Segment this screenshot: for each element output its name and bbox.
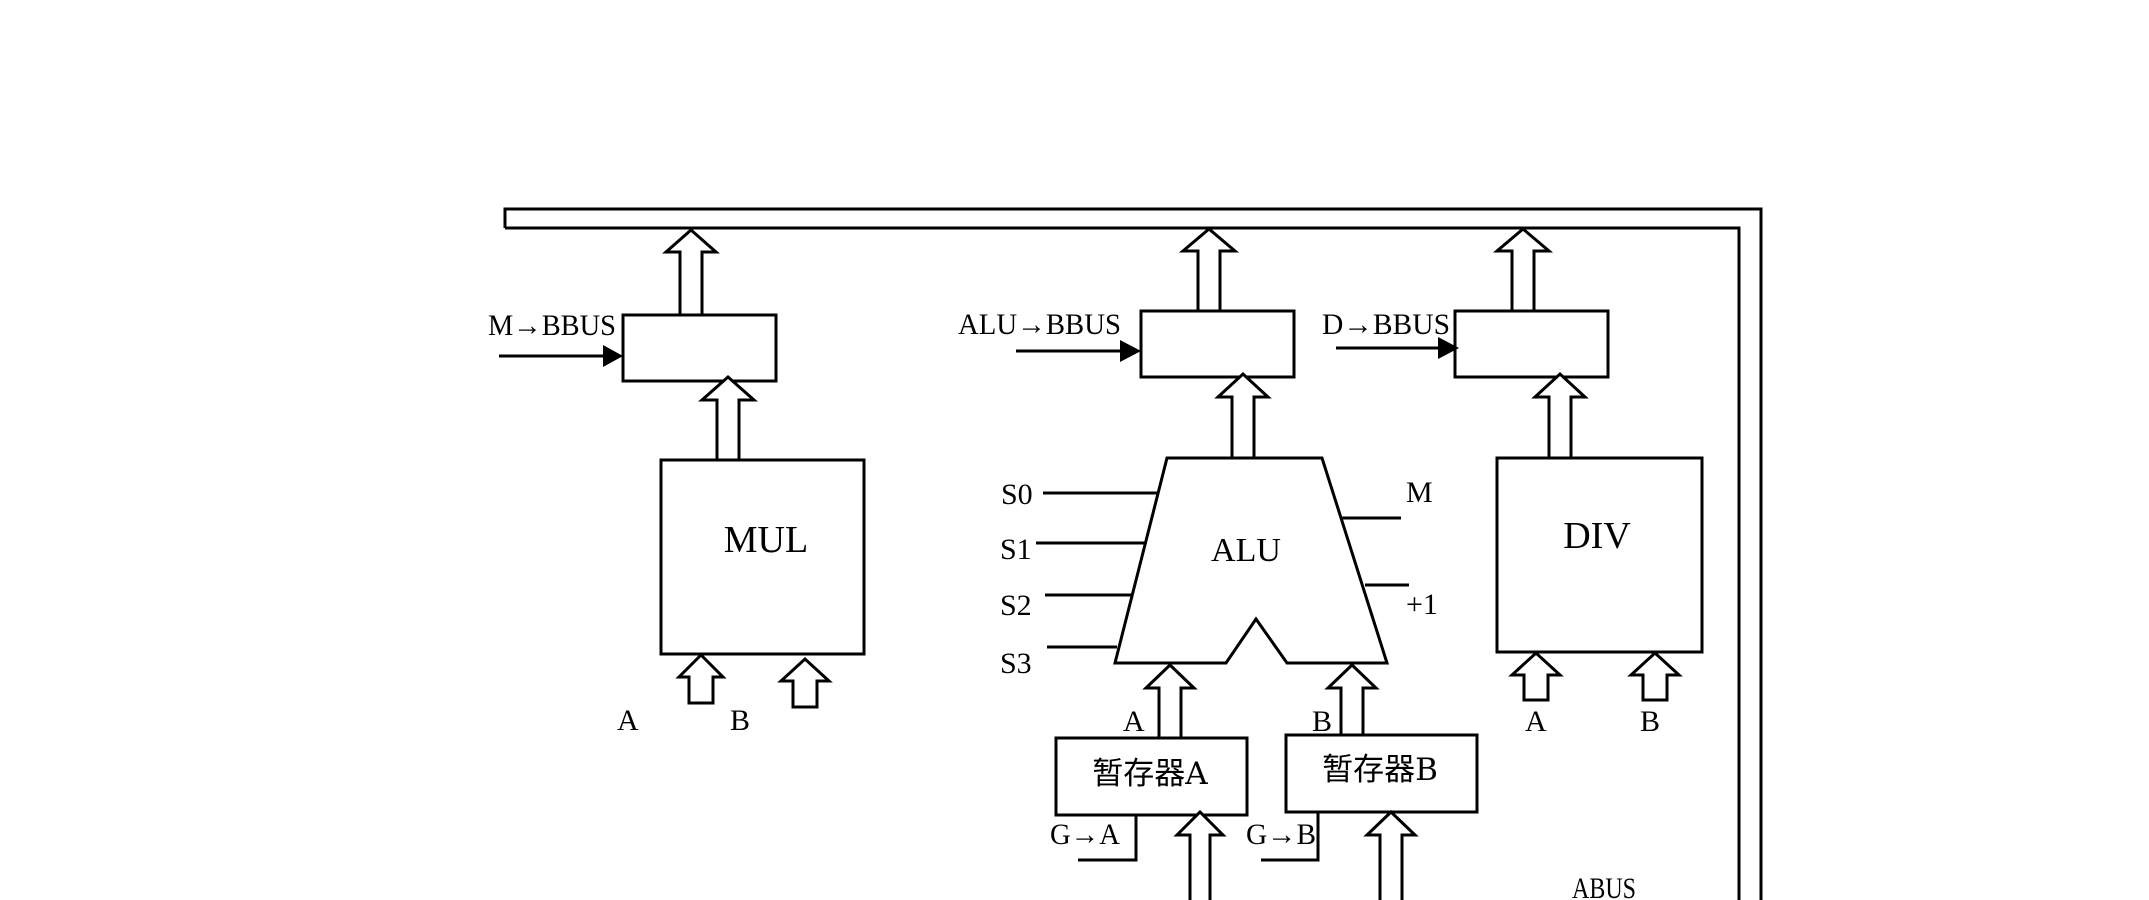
alu-input-b-label: B (1312, 705, 1332, 738)
alu-to-gate-arrow (1214, 371, 1272, 460)
alu-input-a-arrow (1142, 662, 1198, 740)
div-label: DIV (1563, 515, 1631, 557)
register-a-input-arrow (1173, 809, 1227, 900)
mul-to-gate-arrow (698, 374, 758, 462)
abus-label: ABUS (1572, 872, 1636, 900)
alu-input-b-arrow (1324, 662, 1380, 737)
alu-mode-label: M (1406, 476, 1433, 509)
alu-select-s3-label: S3 (1000, 647, 1032, 680)
alu-input-a-label: A (1123, 705, 1145, 738)
alu-gate-signal: ALU→BBUS (958, 308, 1121, 341)
register-b-group: 暂存器B G→B (1246, 733, 1479, 900)
div-block (1495, 456, 1704, 654)
div-section: DIV D→BBUS A B (1322, 227, 1704, 738)
alu-section: ALU ALU→BBUS S0 S1 S2 S3 M +1 A B (958, 227, 1438, 740)
div-input-b-arrow (1627, 650, 1683, 702)
div-output-arrow (1492, 227, 1554, 313)
div-to-gate-arrow (1531, 371, 1589, 460)
register-b-load-signal: G→B (1246, 818, 1316, 851)
div-input-b-label: B (1640, 705, 1660, 738)
register-b-label: 暂存器B (1322, 752, 1438, 788)
div-input-a-arrow (1508, 650, 1564, 702)
div-gate-signal: D→BBUS (1322, 308, 1450, 341)
div-input-a-label: A (1525, 705, 1547, 738)
bus-outer-line (503, 207, 1763, 900)
mul-block (659, 458, 866, 656)
mul-input-b-label: B (730, 704, 750, 737)
alu-carry-label: +1 (1406, 588, 1438, 621)
alu-select-s0-label: S0 (1001, 478, 1033, 511)
register-b-box (1284, 733, 1479, 814)
register-a-label: 暂存器A (1092, 756, 1208, 792)
mul-label: MUL (724, 519, 808, 561)
mul-input-b-arrow (777, 656, 833, 709)
register-a-load-signal: G→A (1050, 818, 1120, 851)
bus-lines (503, 207, 1763, 900)
div-gate-box (1453, 309, 1610, 379)
bus-inner-line (505, 226, 1741, 900)
register-a-group: 暂存器A G→A (1050, 736, 1249, 900)
register-b-load-line (1261, 812, 1320, 862)
mul-gate-arrowhead (603, 345, 623, 367)
register-b-input-arrow (1363, 809, 1419, 900)
mul-gate-box (621, 313, 778, 383)
alu-gate-box (1139, 309, 1296, 379)
register-a-box (1054, 736, 1249, 817)
mul-output-arrow (662, 228, 720, 317)
mul-input-a-label: A (617, 704, 639, 737)
register-a-load-line (1078, 815, 1138, 862)
alu-select-s2-label: S2 (1000, 589, 1032, 622)
alu-output-arrow (1178, 227, 1240, 313)
alu-gate-arrowhead (1120, 340, 1141, 362)
alu-label: ALU (1211, 532, 1281, 569)
mul-gate-signal: M→BBUS (488, 309, 616, 342)
mul-section: MUL M→BBUS A B (488, 228, 866, 737)
mul-input-a-arrow (675, 652, 727, 705)
alu-block (1113, 456, 1390, 665)
div-gate-arrowhead (1438, 337, 1459, 359)
alu-select-s1-label: S1 (1000, 533, 1032, 566)
